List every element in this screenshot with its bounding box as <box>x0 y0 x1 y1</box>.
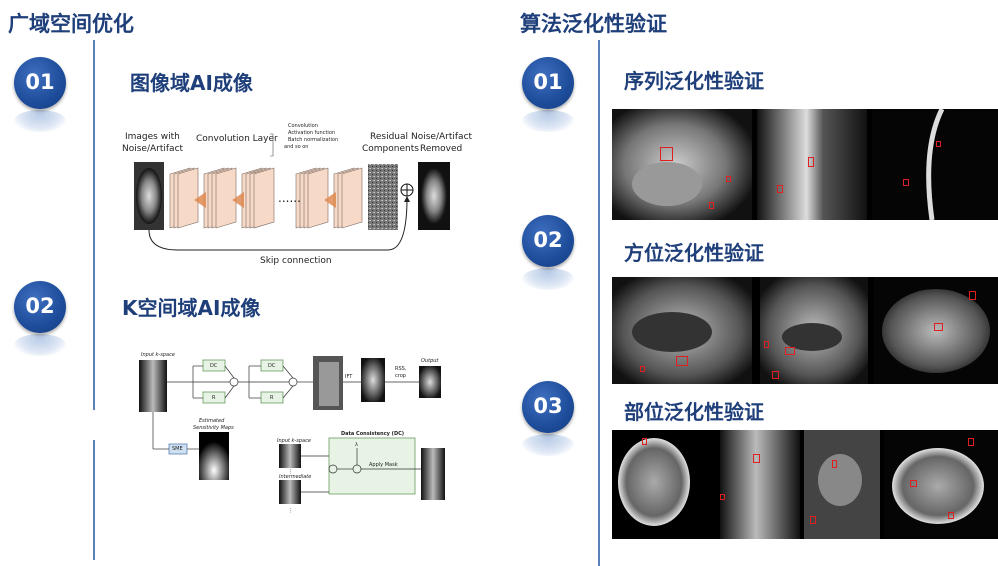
svg-text:......: ...... <box>278 191 301 205</box>
cnn-diagram-graphics: ...... <box>134 133 450 251</box>
roi-box <box>810 516 816 524</box>
badge-shadow <box>14 110 66 132</box>
block-sme: SME <box>172 446 183 452</box>
left-item-title-image-domain: 图像域AI成像 <box>130 71 253 95</box>
left-badge-02: 02 <box>14 281 66 333</box>
label-noise-artifact: Noise/Artifact <box>122 144 184 154</box>
roi-box <box>726 176 731 182</box>
label-conv-layer: Convolution Layer <box>196 134 278 144</box>
badge-shadow <box>14 334 66 356</box>
label-images-with: Images with <box>125 132 180 142</box>
label-rss: RSS, <box>395 366 407 372</box>
left-divider-line-lower <box>93 440 95 560</box>
mri-sequence-images <box>612 109 998 220</box>
right-badge-03: 03 <box>522 381 574 433</box>
label-lambda: λ <box>355 442 358 448</box>
cnn-denoise-diagram: Images with Noise/Artifact Convolution L… <box>118 112 478 272</box>
mri-orientation-images <box>612 277 998 384</box>
label-ift: IFT <box>345 374 353 380</box>
dots-2: ⋮ <box>288 508 293 514</box>
roi-box <box>934 323 943 331</box>
badge-shadow <box>522 268 574 290</box>
roi-box <box>910 480 917 487</box>
label-residual: Residual <box>370 132 409 142</box>
dots-1: ⋮ <box>288 469 293 475</box>
roi-box <box>832 460 837 468</box>
roi-box <box>709 202 714 209</box>
label-dc-title: Data Consistency (DC) <box>341 431 405 437</box>
bullet-convolution: Convolution <box>288 123 318 129</box>
roi-box <box>808 157 814 167</box>
label-skip-connection: Skip connection <box>260 256 332 266</box>
label-output: Output <box>421 358 439 364</box>
badge-shadow <box>522 110 574 132</box>
roi-box <box>720 494 725 500</box>
roi-box <box>642 438 647 445</box>
roi-box <box>903 179 909 186</box>
label-apply-mask: Apply Mask <box>369 462 398 468</box>
label-input-kspace-2: Input k-space <box>277 438 311 444</box>
label-components: Components <box>362 144 419 154</box>
roi-box <box>660 147 673 161</box>
mri-strip-orientation <box>612 277 998 384</box>
right-item-title-orientation: 方位泛化性验证 <box>624 241 764 265</box>
left-divider-line <box>93 40 95 410</box>
left-item-title-kspace: K空间域AI成像 <box>122 296 261 320</box>
right-divider-line <box>598 40 600 566</box>
roi-box <box>936 141 941 147</box>
block-r-2: R <box>270 395 274 401</box>
roi-box <box>676 356 688 366</box>
roi-box <box>948 512 954 519</box>
label-crop: crop <box>395 373 406 379</box>
label-sensitivity-maps: Sensitivity Maps <box>193 425 234 431</box>
kspace-diagram-graphics <box>139 356 445 504</box>
left-section-title: 广域空间优化 <box>8 12 134 36</box>
bullet-activation: Activation function <box>288 130 336 136</box>
roi-box <box>777 185 783 193</box>
label-intermediate: Intermediate <box>279 474 312 480</box>
roi-box <box>640 366 645 372</box>
label-removed: Removed <box>420 144 463 154</box>
block-dc-2: DC <box>268 363 276 369</box>
mri-region-images <box>618 430 998 539</box>
roi-box <box>968 438 974 446</box>
bullet-and-so-on: and so on <box>284 144 309 150</box>
left-badge-01: 01 <box>14 57 66 109</box>
right-badge-02: 02 <box>522 215 574 267</box>
roi-box <box>785 347 795 355</box>
mri-strip-sequence <box>612 109 998 220</box>
right-section-title: 算法泛化性验证 <box>520 12 667 36</box>
roi-box <box>969 291 976 300</box>
label-estimated: Estimated <box>199 418 225 424</box>
right-badge-01: 01 <box>522 57 574 109</box>
block-dc-1: DC <box>210 363 218 369</box>
right-item-title-sequence: 序列泛化性验证 <box>624 69 764 93</box>
block-r-1: R <box>212 395 216 401</box>
roi-box <box>764 341 769 348</box>
kspace-network-diagram: Input k-space DC R DC R IFT RSS, crop Ou… <box>133 348 455 520</box>
label-noise-artifact-2: Noise/Artifact <box>411 132 473 142</box>
bullet-batchnorm: Batch normalization <box>288 137 339 143</box>
label-input-kspace: Input k-space <box>141 352 175 358</box>
badge-shadow <box>522 434 574 456</box>
roi-box <box>753 454 760 463</box>
right-item-title-region: 部位泛化性验证 <box>624 400 764 424</box>
roi-box <box>772 371 779 379</box>
mri-strip-region <box>612 430 998 539</box>
